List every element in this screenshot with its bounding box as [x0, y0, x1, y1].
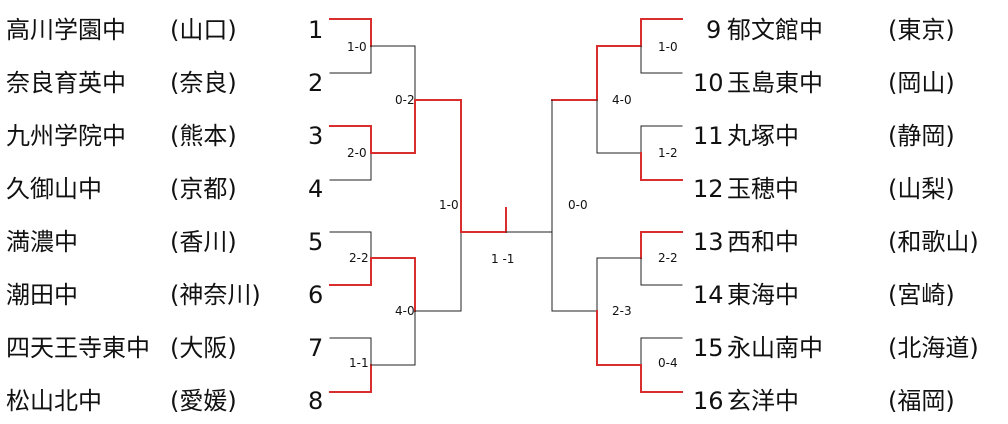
team-seed: 12 — [693, 175, 724, 203]
team-pref: (大阪) — [170, 334, 237, 362]
left-r2-a — [370, 45, 416, 154]
left-r1-pair-a — [329, 18, 372, 74]
match-score: 0-4 — [658, 356, 678, 370]
team-seed: 15 — [693, 334, 724, 362]
team-seed: 2 — [308, 69, 324, 97]
final-score: 1 -1 — [491, 252, 515, 266]
left-r1-pair-b — [329, 125, 372, 181]
team-pref: (静岡) — [888, 122, 955, 150]
final — [460, 207, 553, 233]
team-pref: (奈良) — [170, 69, 237, 97]
team-name: 西和中 — [727, 228, 799, 256]
left-r2-b — [370, 257, 416, 366]
left-sf — [414, 99, 462, 312]
team-name: 玄洋中 — [727, 387, 799, 415]
right-r1-pair-b — [640, 125, 683, 181]
match-score: 1-0 — [347, 40, 367, 54]
match-score: 4-0 — [395, 304, 415, 318]
match-score: 1-2 — [658, 146, 678, 160]
match-score: 2-3 — [612, 304, 632, 318]
team-pref: (山梨) — [888, 175, 955, 203]
team-name: 東海中 — [727, 281, 799, 309]
team-name: 高川学園中 — [6, 16, 126, 44]
team-pref: (北海道) — [888, 334, 979, 362]
team-seed: 6 — [308, 281, 324, 309]
team-pref: (岡山) — [888, 69, 955, 97]
team-pref: (香川) — [170, 228, 237, 256]
team-pref: (福岡) — [888, 387, 955, 415]
team-seed: 3 — [308, 122, 324, 150]
team-name: 永山南中 — [727, 334, 823, 362]
left-r1-pair-d — [329, 337, 372, 393]
match-score: 2-2 — [658, 251, 678, 265]
team-pref: (愛媛) — [170, 387, 237, 415]
team-name: 郁文館中 — [727, 16, 823, 44]
match-score: 4-0 — [612, 93, 632, 107]
team-name: 九州学院中 — [6, 122, 126, 150]
match-score: 2-0 — [347, 146, 367, 160]
team-pref: (宮崎) — [888, 281, 955, 309]
team-pref: (東京) — [888, 16, 955, 44]
team-name: 潮田中 — [6, 281, 78, 309]
team-seed: 4 — [308, 175, 324, 203]
team-name: 四天王寺東中 — [6, 334, 150, 362]
team-pref: (山口) — [170, 16, 237, 44]
team-seed: 14 — [693, 281, 724, 309]
team-name: 久御山中 — [6, 175, 102, 203]
match-score: 1-1 — [349, 356, 369, 370]
team-seed: 11 — [693, 122, 724, 150]
team-pref: (熊本) — [170, 122, 237, 150]
team-name: 玉島東中 — [727, 69, 823, 97]
left-r1-pair-c — [329, 231, 372, 286]
team-seed: 8 — [308, 387, 324, 415]
team-seed: 13 — [693, 228, 724, 256]
match-score: 1-0 — [658, 40, 678, 54]
team-name: 玉穂中 — [727, 175, 799, 203]
team-name: 丸塚中 — [727, 122, 799, 150]
match-score: 0-2 — [395, 93, 415, 107]
team-seed: 5 — [308, 228, 324, 256]
right-sf — [551, 99, 598, 312]
team-seed: 10 — [693, 69, 724, 97]
match-score: 1-0 — [439, 198, 459, 212]
team-seed: 7 — [308, 334, 324, 362]
team-seed: 1 — [308, 16, 324, 44]
right-r1-pair-c — [640, 231, 683, 286]
right-r1-pair-d — [640, 337, 683, 393]
team-pref: (和歌山) — [888, 228, 979, 256]
team-name: 満濃中 — [6, 228, 78, 256]
team-name: 松山北中 — [6, 387, 102, 415]
team-pref: (神奈川) — [170, 281, 261, 309]
right-r2-b — [596, 257, 642, 366]
team-name: 奈良育英中 — [6, 69, 126, 97]
team-pref: (京都) — [170, 175, 237, 203]
team-seed: 9 — [706, 16, 722, 44]
right-r1-pair-a — [640, 18, 683, 74]
team-seed: 16 — [693, 387, 724, 415]
match-score: 0-0 — [568, 198, 588, 212]
right-r2-a — [596, 45, 642, 154]
match-score: 2-2 — [349, 251, 369, 265]
